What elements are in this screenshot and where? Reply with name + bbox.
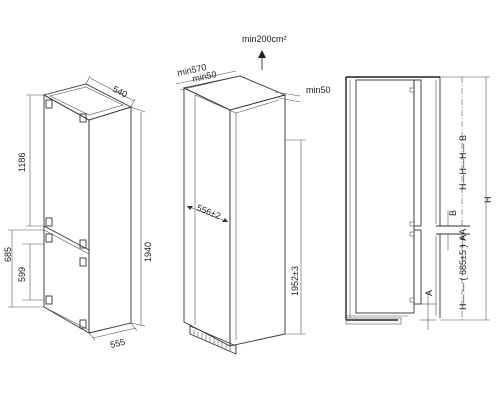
section-A-plus-label: + A [458,235,468,248]
vent-area-label: min200cm² [242,34,287,44]
section-H-label: H [483,197,493,204]
lower-inner-height-label: 599 [17,267,27,282]
fridge-view: 540 555 1940 1186 685 599 [3,75,153,350]
section-B-label: B [448,210,458,216]
lower-outer-height-label: 685 [3,247,13,262]
fridge-depth-label: 555 [109,337,126,350]
niche-side-gap-label: min50 [306,85,331,95]
up-arrow-icon [258,50,266,58]
section-A-label: A [424,290,434,296]
section-lower-label: H— — ( 685±5 ) + A [458,229,468,310]
upper-door-height-label: 1186 [17,153,27,172]
niche-height-label: 1952±3 [290,266,300,296]
section-view: H H—H—H— B B + A H— — ( 685±5 ) + A A [345,76,493,330]
section-upper-label: H—H—H— B [458,135,468,190]
niche-view: min200cm² min570 min50 min50 556±2 1952±… [175,34,331,355]
fridge-height-label: 1940 [143,242,153,262]
niche-rear-gap-label: min50 [191,69,217,84]
ventilation-grille [193,330,231,351]
niche-width-label: 556±2 [195,203,222,222]
